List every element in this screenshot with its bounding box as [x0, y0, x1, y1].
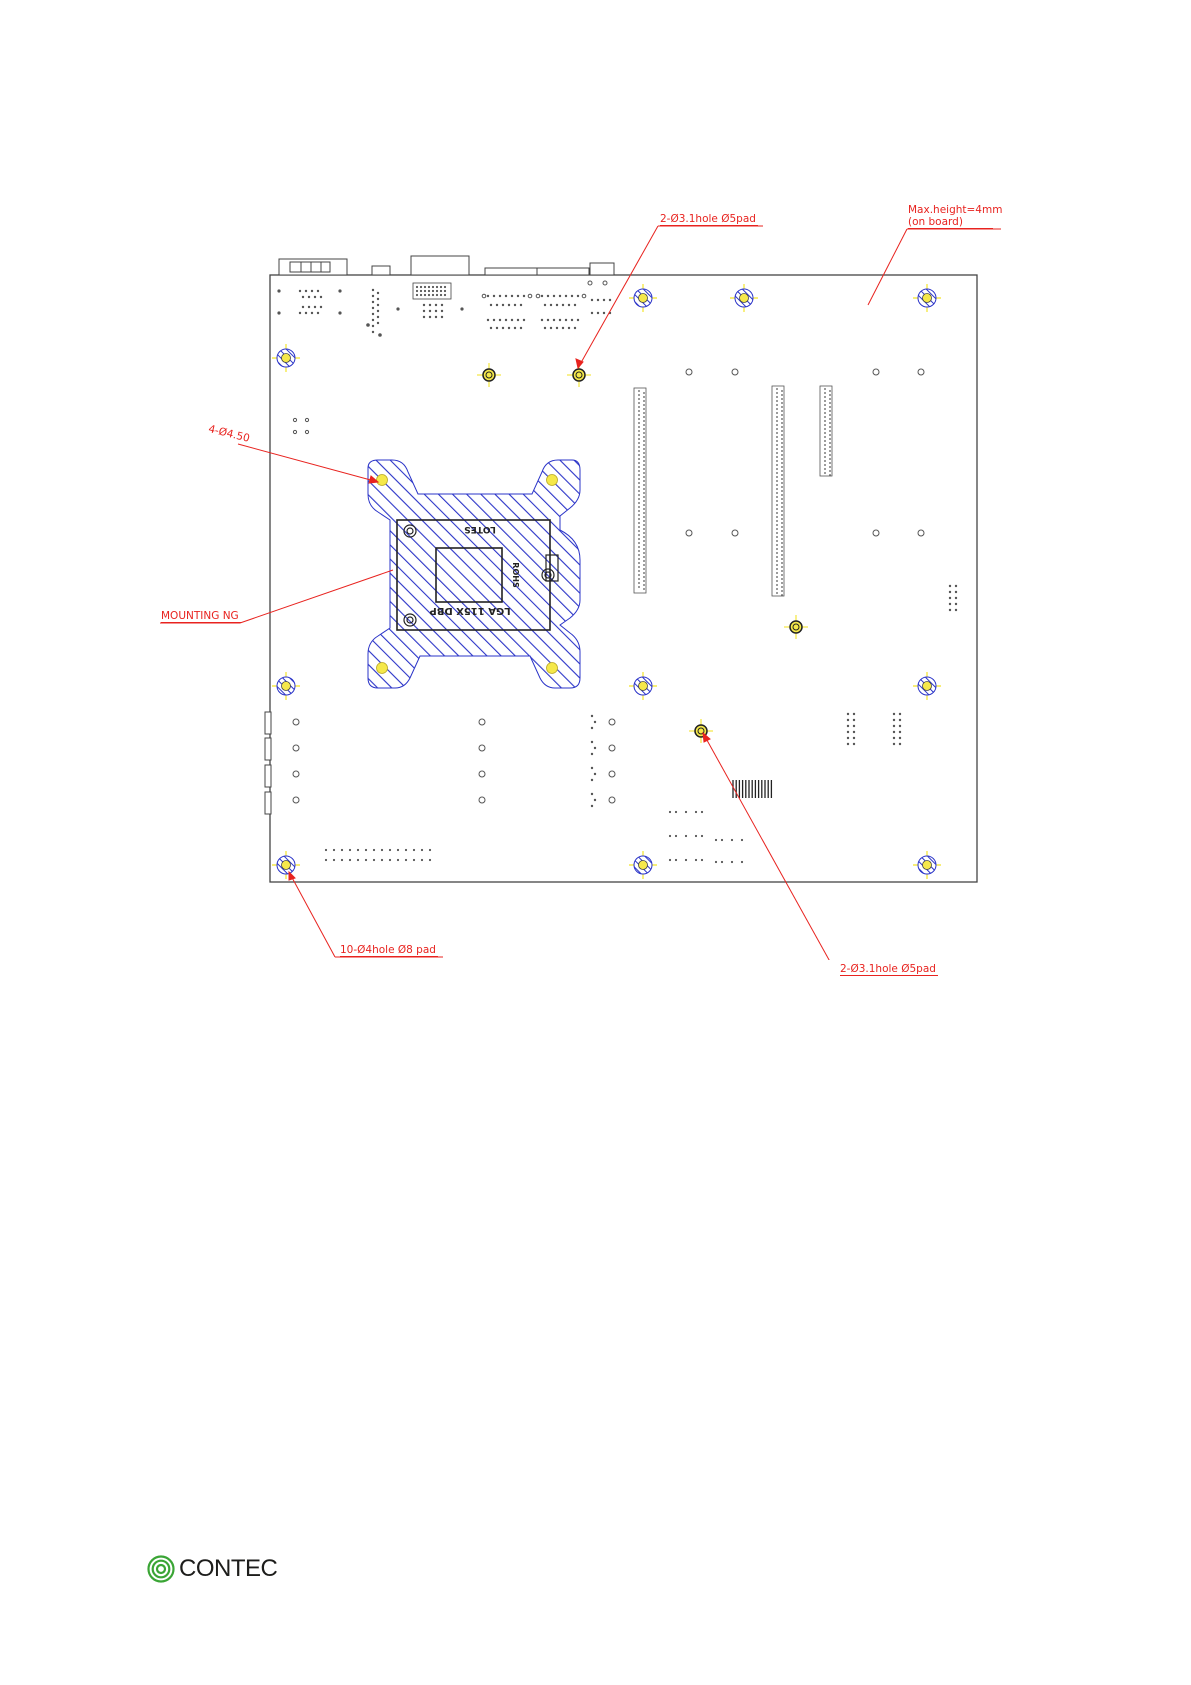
board-outline [270, 275, 977, 882]
footer-logo: CONTEC [147, 1555, 277, 1583]
footer-brand-text: CONTEC [179, 1555, 277, 1583]
callout-bottom-small-holes: 2-Ø3.1hole Ø5pad [840, 963, 938, 976]
callout-board-holes: 10-Ø4hole Ø8 pad [340, 944, 438, 957]
callout-on-board: (on board) [908, 216, 993, 229]
board-mounting-drawing: LOTES LGA 115X DBP ROHS [0, 0, 1191, 960]
callout-max-height: Max.height=4mm [908, 204, 1002, 216]
socket-label-side: ROHS [511, 562, 520, 588]
contec-logo-icon [147, 1555, 175, 1583]
barcode-strip [733, 780, 771, 798]
socket-label-middle: LGA 115X DBP [429, 605, 510, 616]
socket-label-top: LOTES [464, 524, 496, 534]
callout-mounting-ng: MOUNTING NG [161, 610, 241, 623]
cpu-socket-keepout: LOTES LGA 115X DBP ROHS [368, 460, 580, 688]
callout-top-small-holes: 2-Ø3.1hole Ø5pad [660, 213, 758, 226]
